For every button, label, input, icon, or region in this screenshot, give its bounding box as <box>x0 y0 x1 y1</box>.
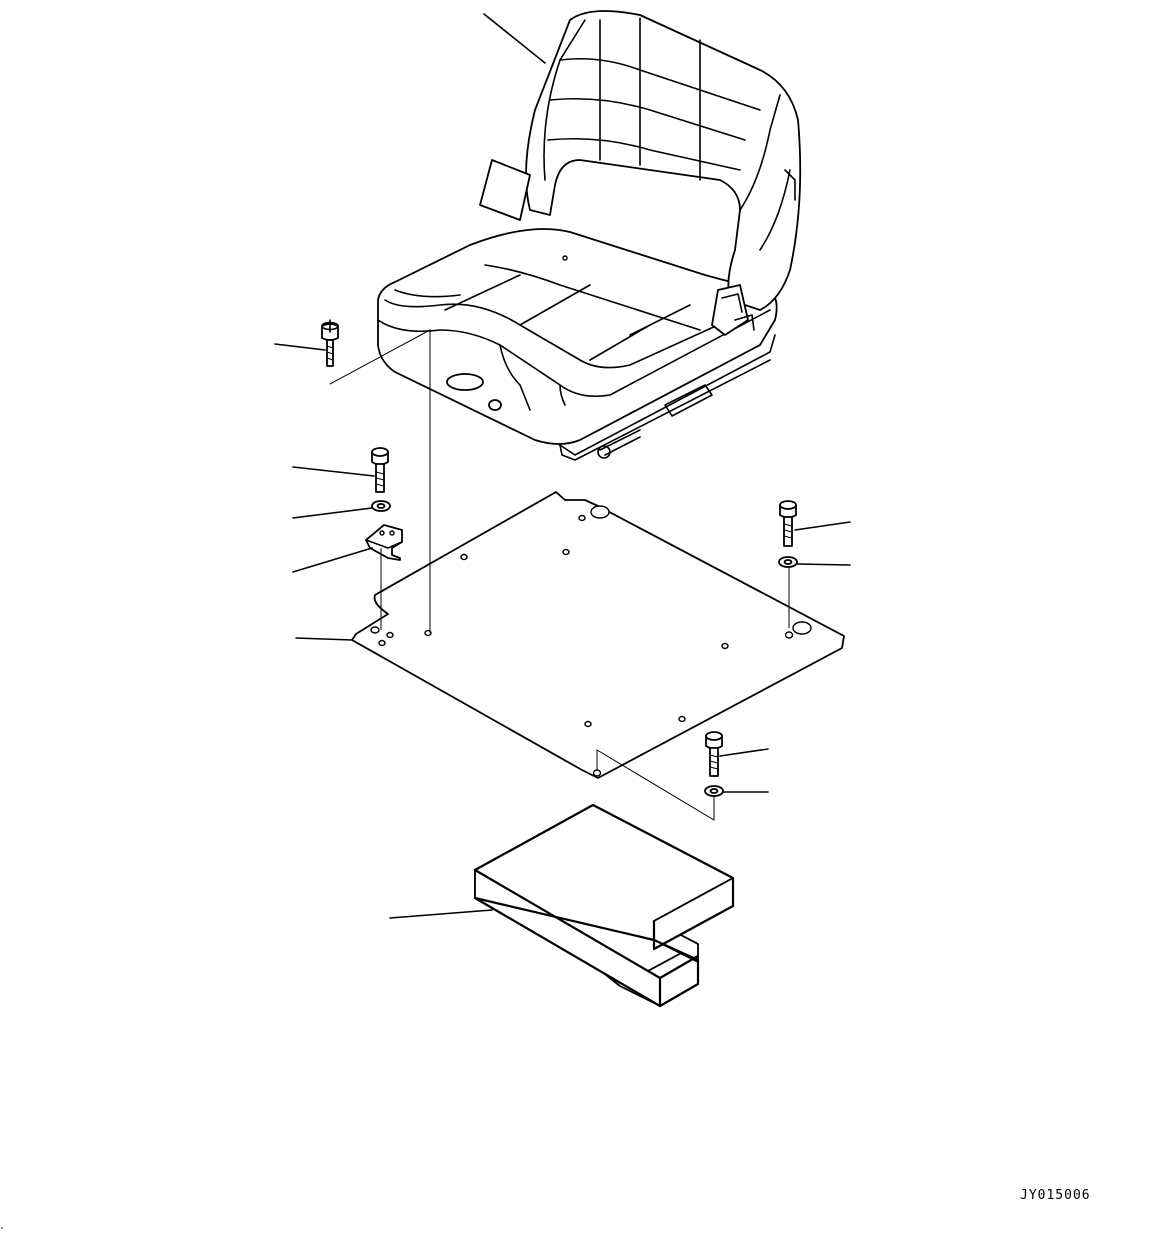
operator-seat <box>377 10 802 461</box>
plate-washer-right <box>778 556 798 568</box>
seat-mounting-plate <box>351 491 845 779</box>
leader-lines <box>274 13 851 919</box>
seat-mount-bolt <box>321 319 339 367</box>
bracket-washer <box>371 500 391 512</box>
l-bracket <box>365 524 403 561</box>
plate-bolt-front <box>705 731 723 777</box>
bracket-bolt <box>371 447 389 493</box>
plate-bolt-right <box>779 500 797 547</box>
corner-dot <box>1 1227 3 1229</box>
spacer-block <box>473 803 735 1008</box>
plate-washer-front <box>704 785 724 797</box>
drawing-code: JY015006 <box>1020 1188 1091 1203</box>
assembly-lines <box>329 329 790 821</box>
